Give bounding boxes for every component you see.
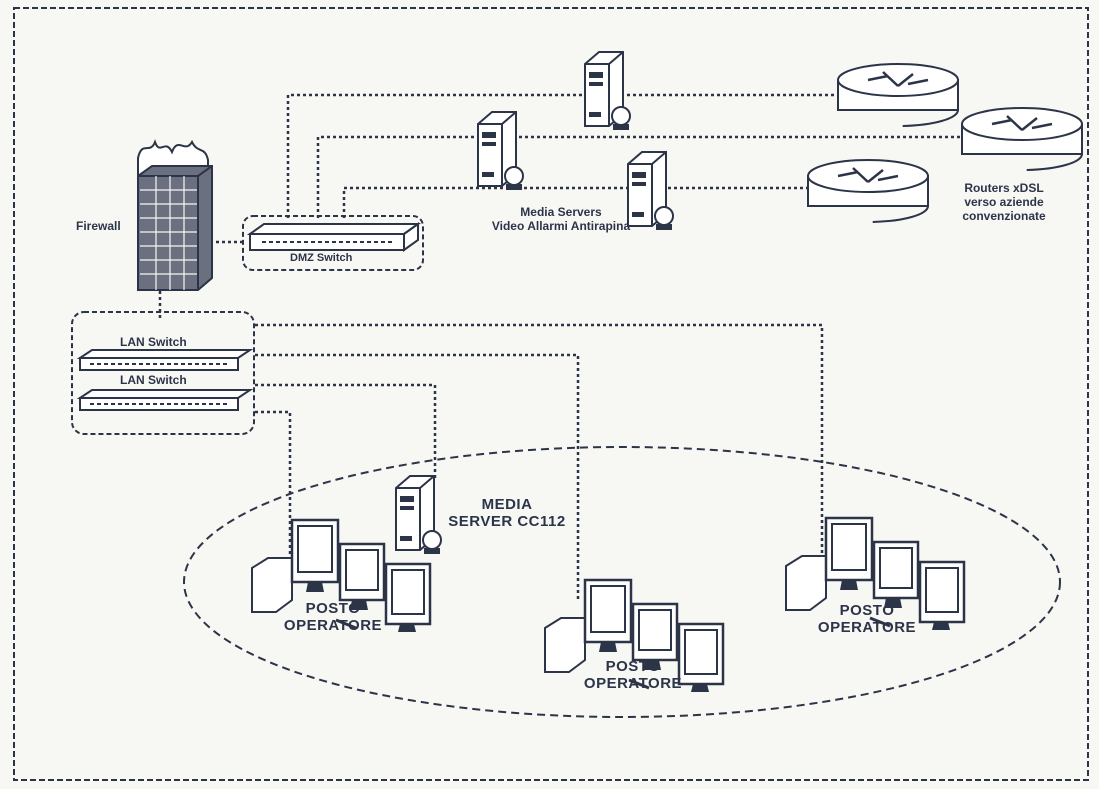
connection-lines <box>158 93 962 600</box>
media-servers-line1: Media Servers <box>520 205 602 219</box>
firewall-label: Firewall <box>76 219 121 233</box>
routers-line1: Routers xDSL <box>964 181 1044 195</box>
operator-label-3: POSTO OPERATORE <box>802 602 932 637</box>
operator-area-ellipse <box>183 446 1061 718</box>
switch-icon <box>76 349 254 371</box>
server-icon <box>395 475 442 555</box>
router-icon <box>960 106 1084 172</box>
switch-icon <box>76 389 254 411</box>
operator-2-line2: OPERATORE <box>583 675 683 693</box>
server-icon <box>584 51 631 131</box>
switch-icon <box>246 222 422 252</box>
operator-1-line1: POSTO <box>305 600 361 617</box>
dmz-switch-label: DMZ Switch <box>290 252 353 264</box>
lan-switch-label-1: LAN Switch <box>120 335 187 349</box>
router-icon <box>836 62 960 128</box>
routers-line3: convenzionate <box>962 208 1046 223</box>
media-server-cc-line1: MEDIA <box>481 496 533 513</box>
operator-2-line1: POSTO <box>605 658 661 675</box>
routers-line2: verso aziende <box>964 194 1044 209</box>
operator-label-1: POSTO OPERATORE <box>268 600 398 635</box>
routers-label: Routers xDSL verso aziende convenzionate <box>944 181 1064 223</box>
operator-1-line2: OPERATORE <box>283 617 383 635</box>
dmz-switch-group <box>242 215 424 271</box>
operator-3-line2: OPERATORE <box>817 619 917 637</box>
router-icon <box>806 158 930 224</box>
server-icon <box>477 111 524 191</box>
firewall-icon <box>137 139 213 291</box>
media-servers-line2: Video Allarmi Antirapina <box>491 218 631 233</box>
lan-switch-label-2: LAN Switch <box>120 373 187 387</box>
media-server-cc112-label: MEDIA SERVER CC112 <box>442 496 572 531</box>
operator-label-2: POSTO OPERATORE <box>568 658 698 693</box>
lan-switch-group <box>71 311 255 435</box>
media-server-cc-line2: SERVER CC112 <box>448 513 566 531</box>
operator-3-line1: POSTO <box>839 602 895 619</box>
diagram-frame <box>13 7 1089 781</box>
media-servers-label: Media Servers Video Allarmi Antirapina <box>466 205 656 234</box>
